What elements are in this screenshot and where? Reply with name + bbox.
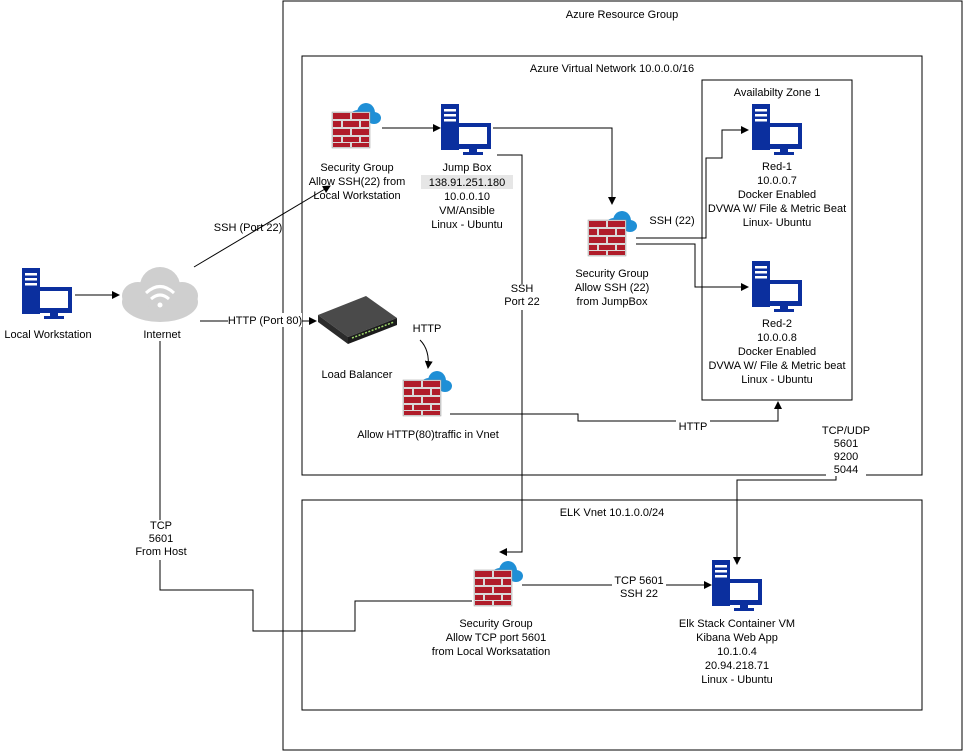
edge-sg-jump-red2 xyxy=(636,243,749,291)
red2-docker: Docker Enabled xyxy=(738,346,816,358)
red1-os: Linux- Ubuntu xyxy=(743,217,812,229)
availability-zone-box xyxy=(701,79,853,401)
edge-vnet-elk-vm xyxy=(733,475,837,565)
sg-ssh-line2: Allow SSH(22) from xyxy=(309,176,406,188)
label-port-9200: 9200 xyxy=(834,451,858,463)
availability-zone-title: Availabilty Zone 1 xyxy=(734,87,821,99)
security-group-jumpbox-node: Security Group Allow SSH (22) from JumpB… xyxy=(575,210,650,308)
vnet-box xyxy=(301,55,923,476)
edge-jumpbox-sg-jump xyxy=(493,127,616,205)
sg-ssh-line3: Local Workstation xyxy=(313,190,400,202)
red2-ip: 10.0.0.8 xyxy=(757,332,797,344)
jumpbox-public-ip: 138.91.251.180 xyxy=(429,177,505,189)
firewall-icon xyxy=(331,102,382,149)
security-group-http-node: Allow HTTP(80)traffic in Vnet xyxy=(357,370,499,441)
sg-elk-line2: Allow TCP port 5601 xyxy=(446,632,546,644)
label-ssh22-elk: SSH 22 xyxy=(620,588,658,600)
sg-jump-line2: Allow SSH (22) xyxy=(575,282,650,294)
label-from-host: From Host xyxy=(135,546,186,558)
load-balancer-label: Load Balancer xyxy=(322,369,393,381)
red2-name: Red-2 xyxy=(762,318,792,330)
sg-jump-line1: Security Group xyxy=(575,268,648,280)
label-ssh-port22: SSH (Port 22) xyxy=(214,222,282,234)
red1-dvwa: DVWA W/ File & Metric Beat xyxy=(708,203,846,215)
elk-vnet-title: ELK Vnet 10.1.0.0/24 xyxy=(560,507,665,519)
elk-vm-name: Elk Stack Container VM xyxy=(679,618,795,630)
red2-dvwa: DVWA W/ File & Metric beat xyxy=(708,360,845,372)
red2-node: Red-2 10.0.0.8 Docker Enabled DVWA W/ Fi… xyxy=(708,261,846,386)
label-ssh: SSH xyxy=(511,283,534,295)
jumpbox-os: Linux - Ubuntu xyxy=(431,219,503,231)
elk-vm-private-ip: 10.1.0.4 xyxy=(717,646,757,658)
firewall-icon xyxy=(402,370,453,417)
label-http-lb: HTTP xyxy=(413,323,442,335)
label-tcp-5601: 5601 xyxy=(149,533,173,545)
label-tcp: TCP xyxy=(150,520,172,532)
red1-ip: 10.0.0.7 xyxy=(757,175,797,187)
elk-vm-node: Elk Stack Container VM Kibana Web App 10… xyxy=(679,560,795,686)
network-switch-icon xyxy=(318,296,397,344)
resource-group-title: Azure Resource Group xyxy=(566,9,679,21)
elk-vm-os: Linux - Ubuntu xyxy=(701,674,773,686)
internet-node: Internet xyxy=(122,267,198,341)
server-icon xyxy=(752,104,802,155)
red1-docker: Docker Enabled xyxy=(738,189,816,201)
jump-box-node: Jump Box 138.91.251.180 10.0.0.10 VM/Ans… xyxy=(421,104,513,231)
load-balancer-node: Load Balancer xyxy=(318,296,397,381)
red1-node: Red-1 10.0.0.7 Docker Enabled DVWA W/ Fi… xyxy=(708,104,846,229)
edge-sg-http-red2 xyxy=(450,401,782,422)
label-tcp-5601-elk: TCP 5601 xyxy=(614,575,663,587)
label-port-5044: 5044 xyxy=(834,464,858,476)
firewall-icon xyxy=(473,560,524,607)
sg-jump-line3: from JumpBox xyxy=(577,296,648,308)
edge-internet-sg-elk xyxy=(159,560,472,632)
jumpbox-private-ip: 10.0.0.10 xyxy=(444,191,490,203)
sg-http-label: Allow HTTP(80)traffic in Vnet xyxy=(357,429,499,441)
elk-vm-public-ip: 20.94.218.71 xyxy=(705,660,769,672)
security-group-elk-node: Security Group Allow TCP port 5601 from … xyxy=(432,560,550,658)
elk-vnet-box xyxy=(301,499,923,711)
vnet-title: Azure Virtual Network 10.0.0.0/16 xyxy=(530,63,694,75)
server-icon xyxy=(441,104,491,155)
local-workstation-node: Local Workstation xyxy=(4,268,92,341)
sg-ssh-line1: Security Group xyxy=(320,162,393,174)
label-ssh22: SSH (22) xyxy=(649,215,694,227)
server-icon xyxy=(712,560,762,611)
sg-elk-line3: from Local Worksatation xyxy=(432,646,550,658)
jumpbox-name: Jump Box xyxy=(443,162,492,174)
security-group-ssh-node: Security Group Allow SSH(22) from Local … xyxy=(309,102,406,202)
sg-elk-line1: Security Group xyxy=(459,618,532,630)
jumpbox-role: VM/Ansible xyxy=(439,205,495,217)
red2-os: Linux - Ubuntu xyxy=(741,374,813,386)
server-icon xyxy=(752,261,802,312)
edge-internet-sg-ssh xyxy=(193,185,331,268)
label-http-port80: HTTP (Port 80) xyxy=(228,315,302,327)
cloud-icon xyxy=(122,267,198,322)
local-workstation-label: Local Workstation xyxy=(4,329,91,341)
label-port22: Port 22 xyxy=(504,296,539,308)
edge-sg-jump-red1 xyxy=(636,126,749,239)
server-icon xyxy=(22,268,72,319)
firewall-icon xyxy=(587,210,638,257)
edge-lb-sg-http xyxy=(419,339,433,369)
label-tcp-udp: TCP/UDP xyxy=(822,425,870,437)
internet-label: Internet xyxy=(143,329,180,341)
edge-jumpbox-sg-elk xyxy=(497,154,523,556)
label-port-5601: 5601 xyxy=(834,438,858,450)
red1-name: Red-1 xyxy=(762,161,792,173)
label-http-red2: HTTP xyxy=(679,421,708,433)
elk-vm-app: Kibana Web App xyxy=(696,632,778,644)
resource-group-box xyxy=(282,0,963,751)
